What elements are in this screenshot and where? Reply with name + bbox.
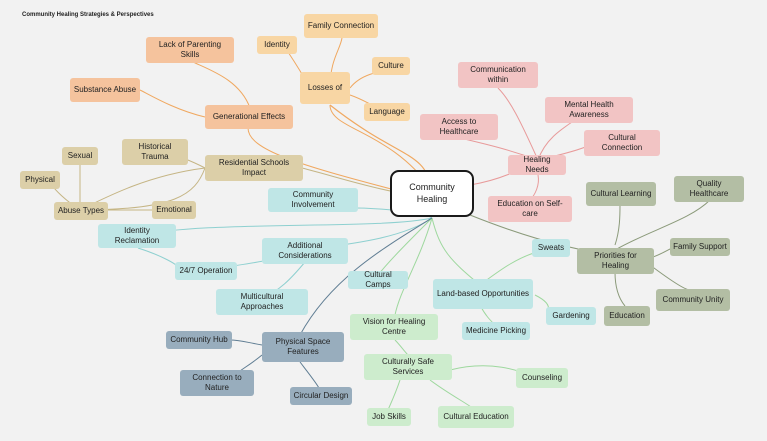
culturally-safe-node[interactable]: Culturally Safe Services (364, 354, 452, 380)
lack-parenting-node[interactable]: Lack of Parenting Skills (146, 37, 234, 63)
cultural-connection-node[interactable]: Cultural Connection (584, 130, 660, 156)
cultural-learning-node[interactable]: Cultural Learning (586, 182, 656, 206)
multicultural-node[interactable]: Multicultural Approaches (216, 289, 308, 315)
education-node[interactable]: Education (604, 306, 650, 326)
quality-healthcare-node[interactable]: Quality Healthcare (674, 176, 744, 202)
medicine-picking-node[interactable]: Medicine Picking (462, 322, 530, 340)
sexual-node[interactable]: Sexual (62, 147, 98, 165)
family-support-node[interactable]: Family Support (670, 238, 730, 256)
emotional-node[interactable]: Emotional (152, 201, 196, 219)
land-based-node[interactable]: Land-based Opportunities (433, 279, 533, 309)
identity-reclamation-node[interactable]: Identity Reclamation (98, 224, 176, 248)
cultural-camps-node[interactable]: Cultural Camps (348, 270, 408, 289)
sweats-node[interactable]: Sweats (532, 239, 570, 257)
additional-considerations-node[interactable]: Additional Considerations (262, 238, 348, 264)
identity-node[interactable]: Identity (257, 36, 297, 54)
cultural-education-node[interactable]: Cultural Education (438, 406, 514, 428)
community-involvement-node[interactable]: Community Involvement (268, 188, 358, 212)
physical-space-node[interactable]: Physical Space Features (262, 332, 344, 362)
generational-effects-node[interactable]: Generational Effects (205, 105, 293, 129)
education-selfcare-node[interactable]: Education on Self-care (488, 196, 572, 222)
culture-node[interactable]: Culture (372, 57, 410, 75)
priorities-node[interactable]: Priorities for Healing (577, 248, 654, 274)
center-node[interactable]: Community Healing (390, 170, 474, 217)
mental-health-node[interactable]: Mental Health Awareness (545, 97, 633, 123)
diagram-title: Community Healing Strategies & Perspecti… (22, 12, 154, 18)
job-skills-node[interactable]: Job Skills (367, 408, 411, 426)
abuse-types-node[interactable]: Abuse Types (54, 202, 108, 220)
connection-nature-node[interactable]: Connection to Nature (180, 370, 254, 396)
language-node[interactable]: Language (364, 103, 410, 121)
family-connection-node[interactable]: Family Connection (304, 14, 378, 38)
community-hub-node[interactable]: Community Hub (166, 331, 232, 349)
access-healthcare-node[interactable]: Access to Healthcare (420, 114, 498, 140)
operation-247-node[interactable]: 24/7 Operation (175, 262, 237, 280)
physical-node[interactable]: Physical (20, 171, 60, 189)
historical-trauma-node[interactable]: Historical Trauma (122, 139, 188, 165)
communication-within-node[interactable]: Communication within (458, 62, 538, 88)
vision-centre-node[interactable]: Vision for Healing Centre (350, 314, 438, 340)
gardening-node[interactable]: Gardening (546, 307, 596, 325)
circular-design-node[interactable]: Circular Design (290, 387, 352, 405)
residential-schools-node[interactable]: Residential Schools Impact (205, 155, 303, 181)
substance-abuse-node[interactable]: Substance Abuse (70, 78, 140, 102)
losses-of-node[interactable]: Losses of (300, 72, 350, 104)
counseling-node[interactable]: Counseling (516, 368, 568, 388)
community-unity-node[interactable]: Community Unity (656, 289, 730, 311)
healing-needs-node[interactable]: Healing Needs (508, 155, 566, 175)
